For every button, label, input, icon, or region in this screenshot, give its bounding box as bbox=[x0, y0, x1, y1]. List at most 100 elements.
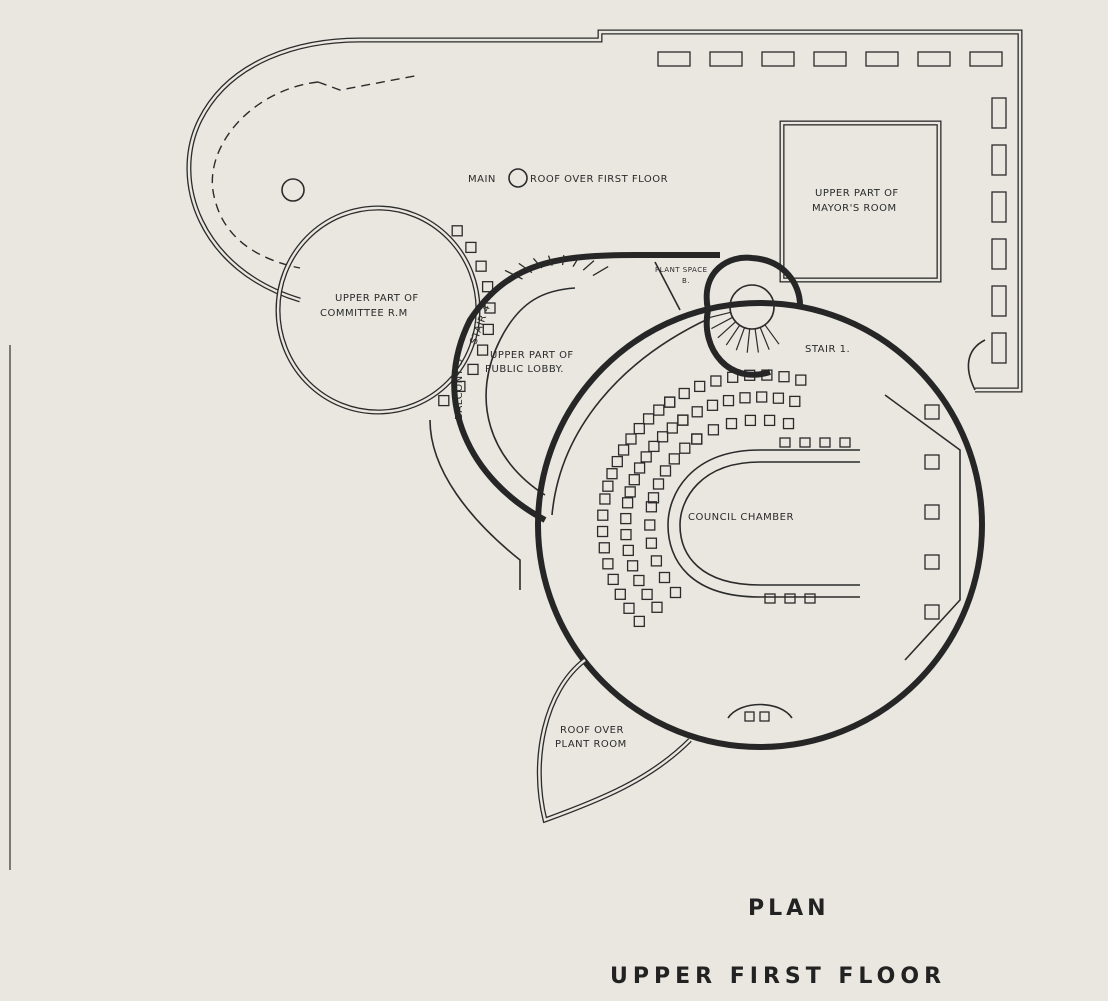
chamber-seat bbox=[648, 440, 660, 453]
chamber-seat bbox=[628, 474, 640, 486]
window bbox=[991, 191, 1007, 223]
chamber-seat bbox=[597, 509, 609, 521]
stair-tread bbox=[746, 328, 751, 353]
chamber-seat bbox=[706, 399, 719, 411]
window bbox=[969, 51, 1003, 67]
lobby-walls bbox=[451, 252, 720, 523]
label-plant-space-2: B. bbox=[682, 277, 690, 285]
chamber-seat bbox=[633, 574, 645, 587]
chamber-seat bbox=[626, 560, 639, 572]
chamber-seat bbox=[653, 404, 665, 416]
chamber-seat bbox=[606, 468, 618, 480]
chamber-seat bbox=[739, 392, 751, 404]
chamber-seat bbox=[620, 512, 632, 525]
side-room-seat bbox=[924, 404, 940, 420]
chamber-seat bbox=[668, 453, 680, 465]
stair-tread bbox=[711, 316, 733, 330]
label-main-roof: ROOF OVER FIRST FLOOR bbox=[530, 174, 668, 185]
chamber-seat bbox=[645, 501, 658, 513]
stair-tread bbox=[764, 324, 780, 345]
chamber-seat bbox=[625, 433, 637, 445]
council-chamber-wall bbox=[535, 300, 985, 750]
window bbox=[813, 51, 847, 67]
council-seat bbox=[799, 437, 811, 448]
roof-circle-icon bbox=[508, 168, 528, 188]
chamber-seat bbox=[658, 571, 671, 584]
stair-tread bbox=[717, 321, 737, 339]
chamber-seat bbox=[669, 586, 682, 599]
label-council-chamber: COUNCIL CHAMBER bbox=[688, 512, 794, 523]
label-plant-roof-2: PLANT ROOM bbox=[555, 739, 627, 750]
stair-4-treads bbox=[504, 255, 609, 280]
chamber-seat bbox=[644, 519, 656, 531]
chamber-seat bbox=[664, 396, 676, 408]
side-room-seat bbox=[924, 504, 940, 520]
chamber-seat bbox=[611, 455, 623, 468]
chamber-seat bbox=[633, 462, 646, 474]
side-room-seat bbox=[924, 454, 940, 470]
stair-tread bbox=[518, 262, 533, 274]
side-room-seat bbox=[924, 554, 940, 570]
plan-subtitle: UPPER FIRST FLOOR bbox=[610, 964, 946, 989]
stair-tread bbox=[582, 260, 595, 271]
chamber-seat bbox=[599, 493, 611, 505]
chamber-seat bbox=[647, 492, 660, 504]
stair-tread bbox=[759, 327, 770, 350]
stair-tread bbox=[754, 328, 759, 353]
chamber-seat bbox=[694, 380, 706, 393]
label-lobby-2: PUBLIC LOBBY. bbox=[485, 364, 564, 375]
chamber-seat bbox=[677, 414, 689, 426]
chamber-seat bbox=[633, 615, 645, 628]
window bbox=[991, 332, 1007, 364]
stair-tread bbox=[725, 324, 741, 346]
chamber-seat bbox=[722, 394, 735, 407]
chamber-seat bbox=[677, 414, 689, 426]
label-committee-1: UPPER PART OF bbox=[335, 293, 419, 304]
chamber-seat bbox=[691, 433, 703, 445]
label-plant-space-1: PLANT SPACE bbox=[655, 266, 708, 274]
stair-tread bbox=[532, 257, 543, 269]
council-seat bbox=[784, 593, 796, 604]
plant-room-roof bbox=[536, 658, 692, 824]
stair-1-treads bbox=[706, 306, 780, 353]
council-seat bbox=[819, 437, 831, 448]
window bbox=[991, 285, 1007, 317]
window bbox=[709, 51, 743, 67]
label-lobby-1: UPPER PART OF bbox=[490, 350, 574, 361]
stair-tread bbox=[572, 256, 580, 267]
label-stair-1: STAIR 1. bbox=[805, 344, 850, 355]
window bbox=[657, 51, 691, 67]
chamber-seat bbox=[645, 537, 658, 549]
chamber-side-rooms bbox=[884, 394, 961, 661]
council-table-inner bbox=[679, 461, 860, 586]
label-mayor-1: UPPER PART OF bbox=[815, 188, 899, 199]
chamber-seat bbox=[607, 573, 619, 586]
plan-title: PLAN bbox=[748, 896, 830, 921]
window bbox=[991, 144, 1007, 176]
chamber-seat bbox=[602, 480, 614, 492]
chamber-seat bbox=[640, 451, 652, 463]
chamber-seat bbox=[782, 417, 795, 430]
top-window-row bbox=[657, 51, 1003, 67]
label-plant-roof-1: ROOF OVER bbox=[560, 725, 624, 736]
chamber-seat bbox=[707, 424, 720, 436]
chamber-seat bbox=[679, 442, 691, 454]
chamber-seat bbox=[596, 525, 609, 538]
stair-tread bbox=[592, 266, 609, 277]
right-window-column bbox=[991, 97, 1007, 364]
chamber-seat bbox=[652, 478, 665, 490]
stair-tread bbox=[547, 255, 553, 266]
chamber-seat bbox=[772, 392, 785, 404]
stair-tread bbox=[561, 255, 565, 266]
seat bbox=[475, 260, 487, 272]
stair-tread bbox=[707, 311, 731, 319]
seat bbox=[451, 225, 463, 237]
seat bbox=[465, 241, 477, 254]
chamber-seat bbox=[763, 414, 776, 427]
chamber-seat bbox=[641, 588, 653, 601]
seat bbox=[467, 363, 479, 376]
chamber-seat bbox=[725, 417, 738, 430]
chamber-seat bbox=[778, 371, 790, 383]
